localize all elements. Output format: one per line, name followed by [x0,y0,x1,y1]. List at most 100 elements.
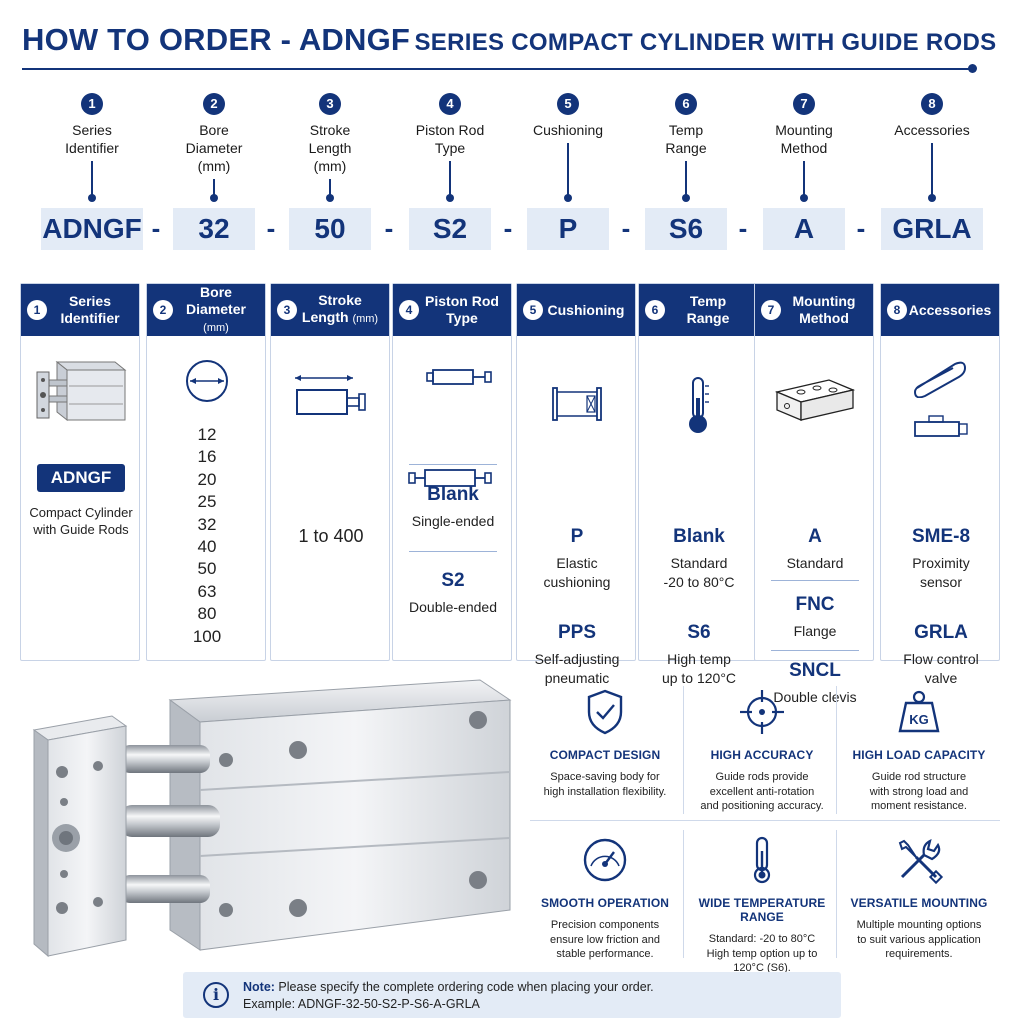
card-title-line: Length [301,309,349,325]
code-separator: - [856,213,866,243]
bore-value: 20 [197,469,217,489]
card-title-line: Identifier [60,310,120,326]
temp-option-desc: -20 to 80°C [663,574,735,590]
code-field-label-line: Length [308,140,352,156]
card-title-unit: (mm) [203,321,229,334]
code-field-label-line: Temp [668,122,704,138]
bore-value: 32 [197,514,217,534]
grid-divider [836,686,837,814]
cushion-option-desc: pneumatic [544,670,610,686]
bore-value: 16 [197,447,217,467]
temp-option-desc: High temp [667,651,731,667]
card-title: Stroke Length (mm) [297,292,383,328]
feature-high-load-capacity: KG HIGH LOAD CAPACITY Guide rod structur… [844,682,994,822]
shield-check-icon [587,689,623,735]
connector-dot [564,194,572,202]
option-cards: 1 Series Identifier ADNGF [20,283,1002,705]
mount-option-code: FNC [795,594,835,615]
card-title-line: Method [799,310,849,326]
step-number: 1 [27,300,47,320]
step-number: 5 [523,300,543,320]
option-divider [771,580,859,581]
card-title-line: Piston Rod [425,293,499,309]
mount-option-code: SNCL [789,660,841,681]
card-title-line: Range [686,310,730,326]
code-field-label-line: Stroke [309,122,351,138]
tools-icon [898,838,944,885]
mounting-block-icon [774,379,856,421]
card-series-identifier: 1 Series Identifier ADNGF [20,283,140,661]
thermometer-icon [753,836,771,884]
card-header: 4 Piston Rod Type [393,284,511,336]
feature-desc: Standard: -20 to 80°C [708,933,816,945]
feature-title: HIGH LOAD CAPACITY [852,748,986,762]
code-separator: - [621,213,631,243]
code-field-label-line: Type [434,140,466,156]
code-separator: - [503,213,513,243]
bore-value: 25 [197,492,217,512]
product-image [32,679,512,958]
card-title-line: Temp [689,293,727,309]
code-value-box: 50 [289,208,371,250]
step-number: 2 [203,93,225,115]
double-rod-icon [408,469,492,487]
title-main: HOW TO ORDER - ADNGF [22,22,411,57]
cushion-option-desc: Elastic [556,555,598,571]
connector-line [803,161,805,200]
code-field-label-line: Cushioning [532,122,604,138]
feature-desc: and positioning accuracy. [700,800,824,812]
card-title: Bore Diameter (mm) [173,284,259,337]
code-field-label-line: Bore [199,122,229,138]
grid-divider [836,830,837,958]
feature-wide-temperature-range: WIDE TEMPERATURE RANGE Standard: -20 to … [687,830,837,974]
card-cushioning: 5 Cushioning P Elastic cushioning [516,283,636,686]
card-temp-range: 6 Temp Range Blank Standard -20 to 80°C [638,283,758,686]
diameter-icon [186,360,228,402]
step-number: 6 [645,300,665,320]
code-separator: - [738,213,748,243]
bore-value: 40 [197,537,217,557]
rod-option-code: Blank [427,484,479,505]
page-title: HOW TO ORDER - ADNGF SERIES COMPACT CYLI… [22,22,996,57]
acc-option-desc: Proximity [912,555,970,571]
crosshair-icon [740,690,784,734]
feature-title: WIDE TEMPERATURE RANGE [698,896,826,924]
feature-desc: requirements. [885,948,953,960]
sensor-clip-icon [913,361,967,398]
connector-dot [928,194,936,202]
stroke-range: 1 to 400 [298,526,364,546]
card-title: Temp Range [665,293,751,327]
mount-option-desc: Flange [793,623,837,639]
cushion-option-code: P [570,526,584,547]
code-separator: - [151,213,161,243]
connector-line [685,161,687,200]
feature-desc: Precision components [550,919,660,931]
acc-option-code: SME-8 [911,526,971,547]
code-field-label-line: Series [72,122,112,138]
card-header: 5 Cushioning [517,284,635,336]
feature-title: VERSATILE MOUNTING [850,896,988,910]
cushioning-icon [552,387,602,421]
feature-title: SMOOTH OPERATION [540,896,670,910]
weight-kg-label: KG [909,712,929,727]
step-number: 8 [921,93,943,115]
feature-title: HIGH ACCURACY [710,748,814,762]
acc-option-desc: sensor [919,574,963,590]
connector-line [931,143,933,200]
feature-high-accuracy: HIGH ACCURACY Guide rods provide excelle… [687,682,837,822]
bore-value: 100 [192,626,222,646]
step-number: 6 [675,93,697,115]
card-title: Piston Rod Type [419,293,505,327]
connector-line [329,179,331,200]
